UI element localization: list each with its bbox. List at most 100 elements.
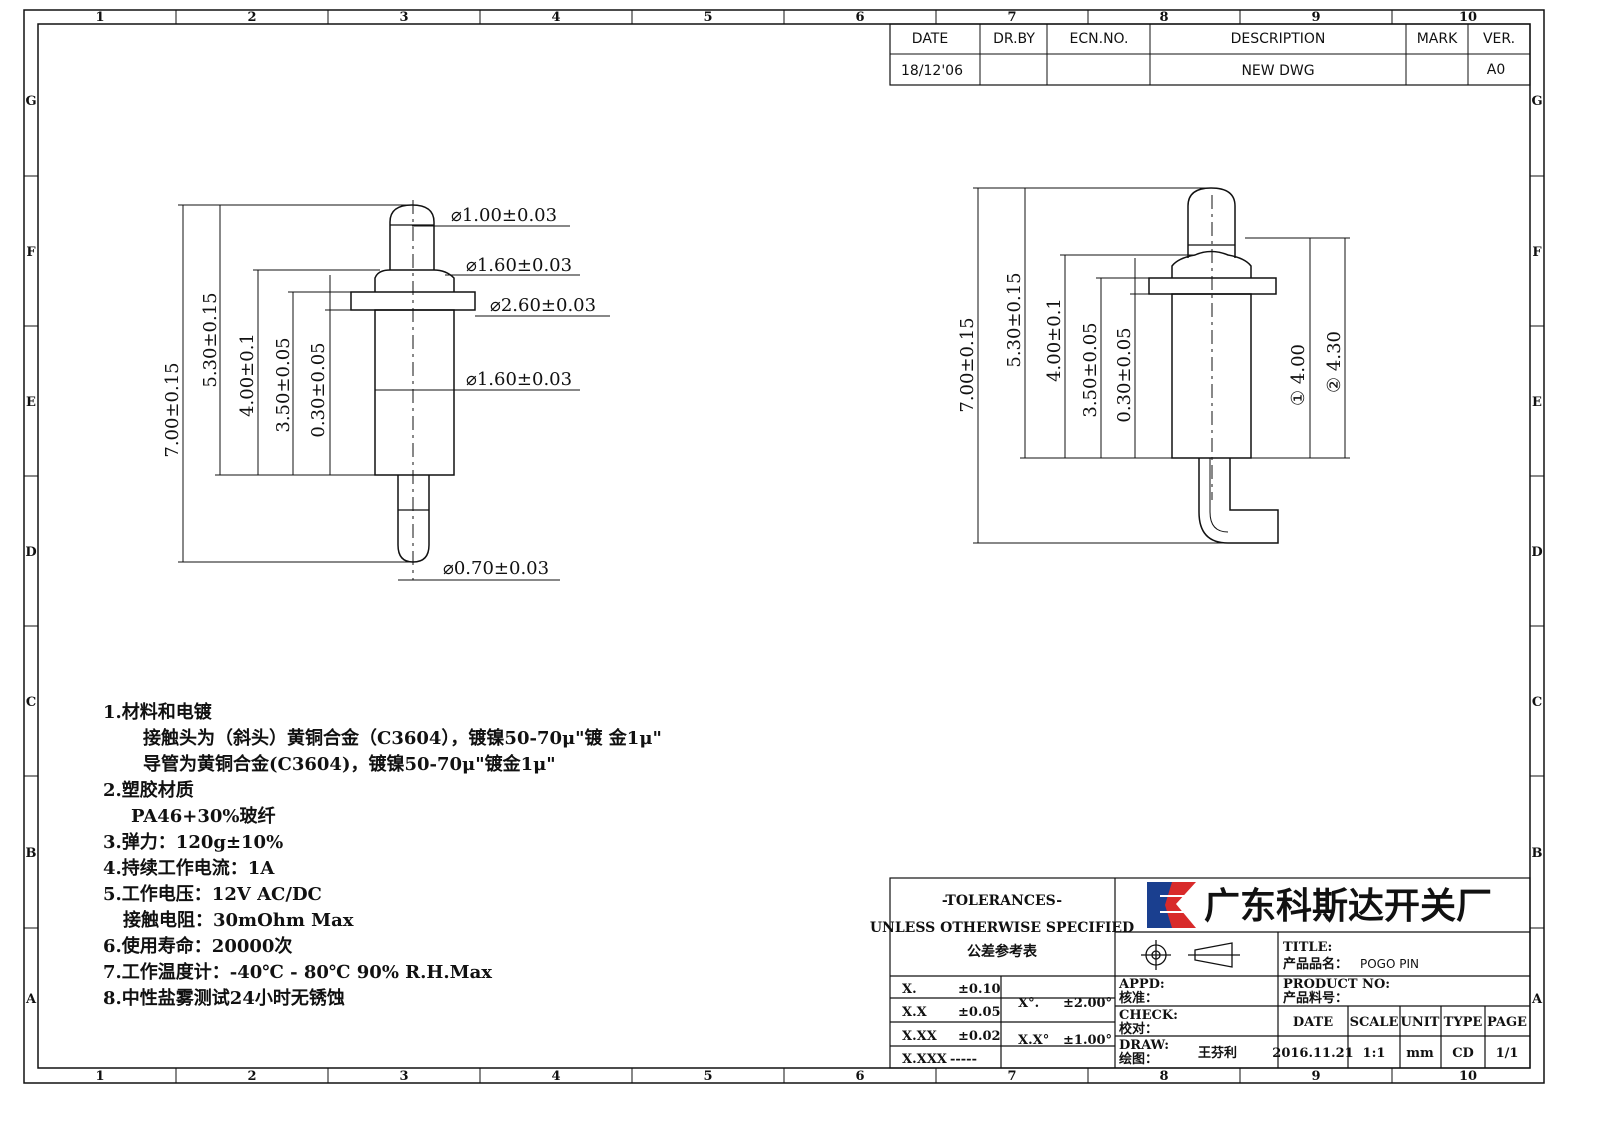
note-line: 6.使用寿命：20000次 (103, 935, 292, 957)
header-scale: SCALE (1350, 1015, 1399, 1030)
dim-flange-to-barrel: 3.50±0.05 (273, 337, 294, 432)
tolerance-table: -TOLERANCES- UNLESS OTHERWISE SPECIFIED … (870, 893, 1134, 1067)
pogo-pin-straight-view (178, 200, 610, 581)
zone-column-label: 8 (1159, 1069, 1168, 1084)
angular-label: X.X° (1018, 1033, 1049, 1048)
zone-column-label: 9 (1311, 1069, 1320, 1084)
rev-version: A0 (1487, 62, 1505, 78)
zone-row-label: F (26, 245, 36, 260)
technical-notes: 1.材料和电镀 接触头为（斜头）黄铜合金（C3604），镀镍50-70μ"镀 金… (103, 701, 662, 1009)
draw-label-cn: 绘图： (1119, 1051, 1158, 1067)
zone-column-label: 3 (399, 10, 408, 25)
note-line: 3.弹力：120g±10% (103, 831, 283, 853)
left-view-dimension-text: 7.00±0.15 5.30±0.15 4.00±0.1 3.50±0.05 0… (162, 205, 596, 579)
zone-column-label: 5 (703, 1069, 712, 1084)
right-view-dimension-text: 7.00±0.15 5.30±0.15 4.00±0.1 3.50±0.05 0… (957, 272, 1345, 422)
dim-marker-2: ② 4.30 (1324, 331, 1345, 393)
rev-date: 18/12'06 (901, 63, 963, 79)
value-scale: 1:1 (1363, 1046, 1386, 1061)
tolerance-value: ----- (950, 1052, 977, 1067)
zone-column-label: 3 (399, 1069, 408, 1084)
tolerance-value: ±0.05 (958, 1005, 1001, 1020)
rev-header-date: DATE (912, 31, 948, 47)
zone-column-label: 9 (1311, 10, 1320, 25)
title-block-text: TITLE: 产品品名： POGO PIN PRODUCT NO: 产品料号： … (1118, 940, 1527, 1067)
company-name: 广东科斯达开关厂 (1204, 886, 1492, 927)
zone-column-label: 4 (551, 1069, 560, 1084)
tolerance-subtitle: UNLESS OTHERWISE SPECIFIED (870, 920, 1134, 936)
company-logo-icon (1147, 882, 1196, 928)
dim-marker-1: ① 4.00 (1288, 344, 1309, 406)
dim-barrel-diameter: ⌀1.60±0.03 (466, 369, 572, 390)
angular-value: ±1.00° (1063, 1033, 1112, 1048)
dim-flange-diameter: ⌀2.60±0.03 (490, 295, 596, 316)
draw-label: DRAW: (1119, 1038, 1169, 1053)
note-line: 导管为黄铜合金(C3604)，镀镍50-70μ"镀金1μ" (143, 753, 556, 775)
zone-row-label: B (26, 846, 37, 861)
rev-header-description: DESCRIPTION (1231, 31, 1326, 47)
check-label-cn: 校对： (1119, 1021, 1158, 1037)
dim-flange-to-barrel-right: 3.50±0.05 (1080, 322, 1101, 417)
tolerance-label: X. (902, 982, 917, 997)
rev-description: NEW DWG (1241, 63, 1314, 79)
value-date: 2016.11.21 (1272, 1046, 1353, 1061)
tolerance-subtitle-cn: 公差参考表 (967, 943, 1038, 960)
appd-label-cn: 核准： (1119, 990, 1158, 1006)
angular-value: ±2.00° (1063, 996, 1112, 1011)
zone-row-label: G (25, 94, 36, 109)
zone-row-label: A (1531, 992, 1543, 1007)
drawer-name: 王芬利 (1198, 1045, 1237, 1061)
note-line: PA46+30%玻纤 (131, 805, 275, 827)
plunger-head (389, 204, 435, 270)
dim-tail-diameter: ⌀0.70±0.03 (443, 558, 549, 579)
dim-flange-thickness-right: 0.30±0.05 (1114, 327, 1135, 422)
zone-column-label: 5 (703, 10, 712, 25)
note-line: 1.材料和电镀 (103, 701, 213, 723)
dim-collar-to-barrel-right: 4.00±0.1 (1044, 298, 1065, 382)
note-line: 8.中性盐雾测试24小时无锈蚀 (103, 987, 345, 1009)
zone-row-label: G (1531, 94, 1542, 109)
zone-column-label: 10 (1459, 1069, 1477, 1084)
header-page: PAGE (1487, 1015, 1527, 1030)
dim-overall-length-right: 7.00±0.15 (957, 317, 978, 412)
zone-row-label: E (1532, 395, 1542, 410)
zone-row-label: B (1532, 846, 1543, 861)
zone-row-label: D (25, 545, 36, 560)
note-line: 7.工作温度计：-40℃ - 80℃ 90% R.H.Max (103, 961, 492, 983)
value-type: CD (1452, 1046, 1474, 1061)
zone-row-label: C (26, 695, 36, 710)
title-label: TITLE: (1283, 940, 1332, 955)
value-page: 1/1 (1496, 1046, 1519, 1061)
projection-symbol-icon (1141, 940, 1240, 970)
zone-column-label: 2 (247, 1069, 256, 1084)
zone-row-label: C (1532, 695, 1542, 710)
rev-header-drby: DR.BY (993, 31, 1035, 47)
zone-column-label: 6 (855, 1069, 864, 1084)
zone-row-label: A (25, 992, 37, 1007)
tolerance-label: X.XXX (902, 1052, 948, 1067)
barrel (374, 309, 455, 476)
zone-column-label: 8 (1159, 10, 1168, 25)
header-type: TYPE (1444, 1015, 1483, 1030)
tolerance-label: X.XX (902, 1029, 938, 1044)
check-label: CHECK: (1119, 1008, 1178, 1023)
zone-column-label: 6 (855, 10, 864, 25)
zone-column-label: 7 (1007, 1069, 1016, 1084)
pogo-pin-bent-view (973, 187, 1350, 544)
dim-collar-diameter: ⌀1.60±0.03 (466, 255, 572, 276)
note-line: 接触头为（斜头）黄铜合金（C3604），镀镍50-70μ"镀 金1μ" (143, 727, 662, 749)
rev-header-ver: VER. (1483, 31, 1515, 47)
zone-column-label: 4 (551, 10, 560, 25)
header-date: DATE (1293, 1015, 1333, 1030)
rev-header-mark: MARK (1417, 31, 1458, 47)
revision-table: DATE DR.BY ECN.NO. DESCRIPTION MARK VER.… (889, 23, 1531, 86)
zone-row-label: D (1531, 545, 1542, 560)
zone-column-label: 1 (95, 1069, 104, 1084)
collar (374, 269, 455, 292)
plunger-head (1187, 187, 1236, 258)
zone-column-label: 2 (247, 10, 256, 25)
bent-tail (1198, 458, 1279, 544)
angular-label: X°. (1018, 996, 1039, 1011)
note-line: 4.持续工作电流：1A (103, 857, 275, 879)
